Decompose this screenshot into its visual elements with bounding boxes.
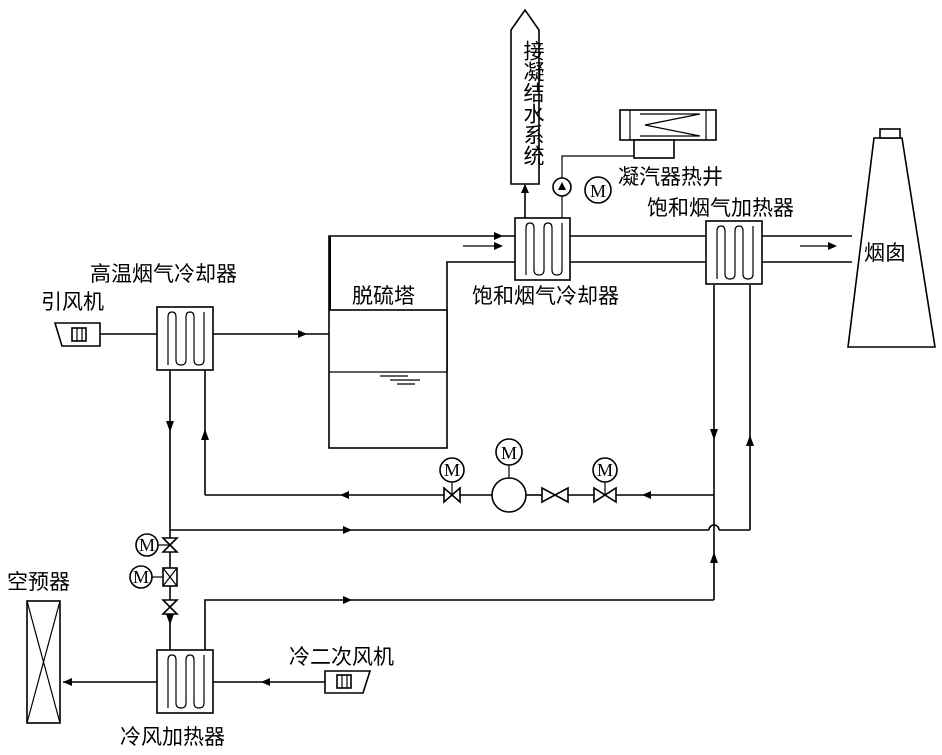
label-air-preheater: 空预器 [7,570,70,594]
induced-fan [53,322,101,347]
label-condensate-system: 接凝结水系统 [521,40,545,166]
label-cold-secondary-fan: 冷二次风机 [289,645,394,669]
saturated-cooler [514,217,571,281]
label-saturated-heater: 饱和烟气加热器 [647,196,794,220]
label-desulfurization-tower: 脱硫塔 [352,284,415,308]
circulation-pump: M [491,438,527,513]
desulfurization-tower [328,236,448,449]
label-cold-air-heater: 冷风加热器 [120,725,225,749]
svg-text:M: M [590,181,606,201]
condensate-system-box [510,8,540,185]
label-high-temp-cooler: 高温烟气冷却器 [90,262,237,286]
condensate-pump: M [552,176,612,204]
air-preheater [26,600,61,724]
label-induced-fan: 引风机 [41,290,104,314]
svg-text:M: M [444,460,460,480]
label-chimney: 烟囱 [864,241,906,265]
motor-valve-1: M [439,457,465,504]
condenser-hotwell [619,109,717,159]
saturated-heater [705,220,763,285]
motor-valve-4: M [129,565,178,589]
high-temp-cooler [156,306,214,371]
label-condenser-hotwell: 凝汽器热井 [618,165,723,189]
cold-air-heater [156,649,214,714]
motor-valve-3: M [135,533,179,557]
svg-text:M: M [133,567,149,587]
svg-text:M: M [597,460,613,480]
label-saturated-cooler: 饱和烟气冷却器 [472,284,619,308]
svg-text:M: M [139,535,155,555]
manual-valve [541,486,569,504]
cold-secondary-fan [324,670,372,694]
motor-valve-2: M [592,457,618,504]
svg-text:M: M [501,443,517,463]
manual-valve-2 [161,599,179,615]
chimney [847,128,936,348]
